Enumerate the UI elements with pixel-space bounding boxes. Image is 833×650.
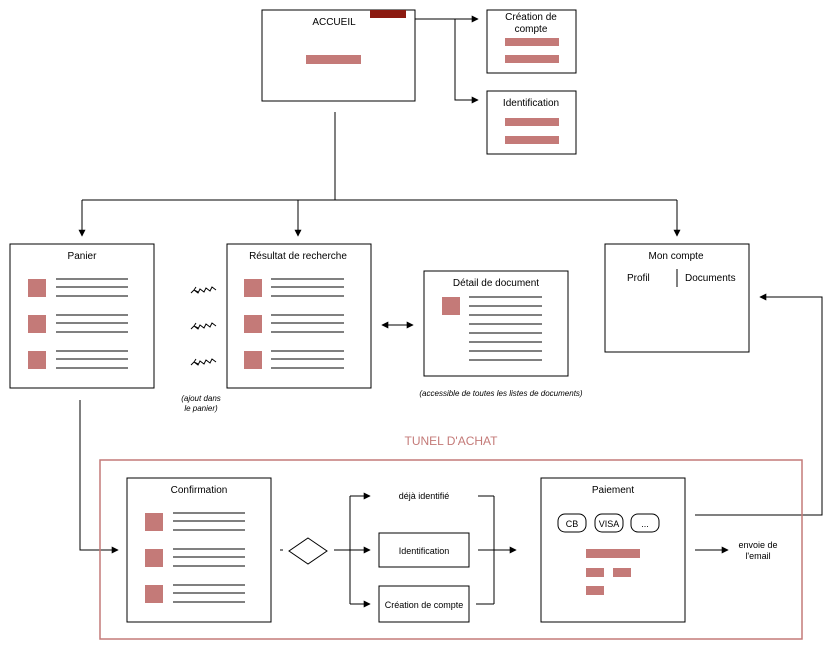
tunnel-creation-label: Création de compte bbox=[385, 600, 464, 610]
resultat-title: Résultat de recherche bbox=[249, 251, 347, 262]
arrow-accueil-to-identification bbox=[454, 19, 479, 104]
paiement-field-4 bbox=[586, 586, 604, 595]
panier-item-2 bbox=[28, 314, 128, 333]
paiement-option-visa-label: VISA bbox=[599, 519, 620, 529]
resultat-item-3 bbox=[244, 350, 344, 369]
detail-title: Détail de document bbox=[453, 278, 539, 289]
note-ajout-line1: (ajout dans bbox=[181, 394, 221, 403]
tunnel-identification-label: Identification bbox=[399, 546, 450, 556]
arrow-panier-to-confirmation bbox=[79, 400, 119, 554]
identification-field-2 bbox=[505, 136, 559, 144]
connectors bbox=[78, 15, 823, 608]
squiggle-arrow-3 bbox=[190, 358, 217, 366]
squiggle-arrow-2 bbox=[190, 322, 217, 330]
accueil-accent-bar bbox=[370, 10, 406, 18]
resultat-item-1 bbox=[244, 278, 344, 297]
accueil-button bbox=[306, 55, 361, 64]
tunnel-creation-box: Création de compte bbox=[378, 585, 470, 623]
creation-title-line1: Création de bbox=[505, 12, 557, 23]
squiggle-arrow-1 bbox=[190, 286, 217, 294]
detail-text-lines bbox=[469, 296, 542, 361]
identification-field-1 bbox=[505, 118, 559, 126]
tunnel-envoie-line1: envoie de bbox=[738, 540, 777, 550]
identification-title: Identification bbox=[503, 98, 559, 109]
tunnel-identification-box: Identification bbox=[378, 532, 470, 568]
screen-creation-compte: Création de compte bbox=[486, 9, 577, 74]
panier-item-1 bbox=[28, 278, 128, 297]
paiement-field-1 bbox=[586, 549, 640, 558]
mon-compte-tab-profil: Profil bbox=[627, 273, 650, 284]
confirmation-item-3 bbox=[145, 584, 245, 603]
paiement-option-more: ... bbox=[630, 513, 660, 533]
paiement-option-visa: VISA bbox=[594, 513, 624, 533]
note-ajout-line2: le panier) bbox=[184, 404, 218, 413]
screen-panier: Panier bbox=[9, 243, 155, 389]
paiement-field-3 bbox=[613, 568, 631, 577]
decision-diamond bbox=[288, 537, 328, 565]
paiement-title: Paiement bbox=[592, 485, 634, 496]
creation-title-line2: compte bbox=[515, 24, 548, 35]
confirmation-item-1 bbox=[145, 512, 245, 531]
tunnel-frame bbox=[99, 459, 803, 640]
paiement-option-cb: CB bbox=[557, 513, 587, 533]
detail-thumbnail bbox=[442, 297, 460, 315]
note-accessible: (accessible de toutes les listes de docu… bbox=[419, 389, 583, 398]
screen-paiement: Paiement CB VISA ... bbox=[540, 477, 686, 623]
screen-detail: Détail de document bbox=[423, 270, 569, 377]
tunnel-envoie-line2: l'email bbox=[745, 551, 770, 561]
paiement-field-2 bbox=[586, 568, 604, 577]
tunnel-deja-identifie: déjà identifié bbox=[399, 491, 450, 501]
add-to-cart-squiggles bbox=[190, 286, 217, 366]
arrow-paiement-to-mon-compte bbox=[695, 293, 823, 516]
paiement-option-more-label: ... bbox=[641, 519, 649, 529]
confirmation-title: Confirmation bbox=[171, 485, 228, 496]
screen-identification: Identification bbox=[486, 90, 577, 155]
screen-confirmation: Confirmation bbox=[126, 477, 272, 623]
resultat-item-2 bbox=[244, 314, 344, 333]
mon-compte-tab-documents: Documents bbox=[685, 273, 736, 284]
panier-item-3 bbox=[28, 350, 128, 369]
tunnel-title: TUNEL D'ACHAT bbox=[405, 434, 499, 448]
mon-compte-title: Mon compte bbox=[648, 251, 703, 262]
screen-resultat: Résultat de recherche bbox=[226, 243, 372, 389]
screen-mon-compte: Mon compte Profil Documents bbox=[604, 243, 750, 353]
confirmation-item-2 bbox=[145, 548, 245, 567]
creation-field-1 bbox=[505, 38, 559, 46]
screen-accueil: ACCUEIL bbox=[261, 9, 416, 102]
creation-field-2 bbox=[505, 55, 559, 63]
paiement-option-cb-label: CB bbox=[566, 519, 579, 529]
accueil-title: ACCUEIL bbox=[312, 17, 356, 28]
panier-title: Panier bbox=[68, 251, 98, 262]
